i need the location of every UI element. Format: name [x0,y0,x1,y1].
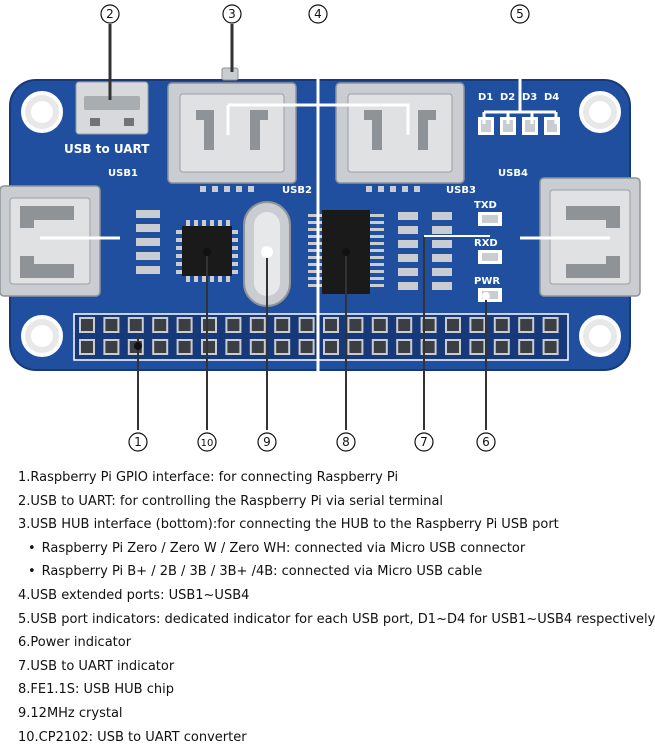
callout-9: 9 [263,435,271,449]
pwr-label: PWR [474,276,500,287]
gpio-pin [103,339,120,355]
txd-label: TXD [474,200,497,211]
gpio-pin [79,339,95,355]
gpio-pin [347,339,364,355]
gpio-pin [176,317,193,333]
usb3-port [335,82,465,184]
gpio-pin [323,339,339,355]
bottom-micro-usb [221,67,239,81]
callout-lines [40,24,610,432]
gpio-pin [176,339,193,355]
gpio-pin [518,339,535,355]
legend-item-7: 7.USB to UART indicator [18,658,175,674]
callouts-bottom: 1 10 9 8 7 6 [128,432,496,452]
callout-dots [134,246,490,350]
gpio-pin [469,339,486,355]
legend-item-3: 3.USB HUB interface (bottom):for connect… [18,517,559,533]
gpio-pin [152,339,169,355]
gpio-pin [445,339,461,355]
mounting-holes [21,91,621,357]
callout-7: 7 [420,435,428,449]
gpio-pin [347,317,364,333]
usb1-label: USB1 [108,168,138,179]
rxd-label: RXD [474,238,498,249]
gpio-pin [127,317,144,333]
resistor-array-left [136,210,160,274]
gpio-pin [542,339,559,355]
gpio-pin [249,339,266,355]
gpio-pin [103,317,120,333]
usb1-port [0,185,101,297]
legend-item-5: 5.USB port indicators: dedicated indicat… [18,611,655,627]
legend-item-1: 1.Raspberry Pi GPIO interface: for conne… [18,470,399,485]
gpio-pin [396,317,413,333]
gpio-pin [79,317,95,333]
gpio-pin [518,317,535,333]
callout-6: 6 [482,435,490,449]
usb3-label: USB3 [446,185,476,196]
callout-8: 8 [342,435,350,449]
gpio-pin [152,317,169,333]
usb2-port [167,82,297,184]
resistor-array-right [398,212,452,290]
status-leds [478,212,502,302]
usb2-label: USB2 [282,185,312,196]
board-diagram: USB to UART USB2 USB3 USB1 USB4 [0,4,641,452]
gpio-pin [249,317,266,333]
gpio-pin [201,339,217,355]
usb4-label: USB4 [498,168,528,179]
legend-item-6: 6.Power indicator [18,635,132,651]
legend-item-9: 9.12MHz crystal [18,705,123,721]
gpio-pin [420,339,437,355]
legend-subitem-pi-zero: Raspberry Pi Zero / Zero W / Zero WH: co… [18,537,628,561]
gpio-pin [274,317,291,333]
gpio-pin [469,317,486,333]
gpio-pin [542,317,559,333]
legend-item-8: 8.FE1.1S: USB HUB chip [18,682,174,698]
callouts-top: 2 3 4 5 [100,4,530,24]
gpio-pin [298,339,315,355]
callout-2: 2 [106,7,114,21]
d3-label: D3 [522,92,537,103]
gpio-pin [445,317,461,333]
gpio-pin [225,317,242,333]
gpio-pin [225,339,242,355]
callout-4: 4 [314,7,322,21]
gpio-pin [396,339,413,355]
gpio-pin [493,317,510,333]
gpio-header [73,313,569,361]
legend-item-2: 2.USB to UART: for controlling the Raspb… [18,493,444,509]
callout-3: 3 [228,7,236,21]
micro-usb-connector [75,81,149,135]
d1-label: D1 [478,92,493,103]
gpio-pin [201,317,217,333]
gpio-pin [371,317,388,333]
usb-to-uart-label: USB to UART [64,142,150,156]
legend-subitem-pi-b: Raspberry Pi B+ / 2B / 3B / 3B+ /4B: con… [18,560,628,584]
gpio-pin [274,339,291,355]
gpio-pin [323,317,339,333]
callout-5: 5 [516,7,524,21]
callout-1: 1 [134,435,142,449]
legend-item-4: 4.USB extended ports: USB1~USB4 [18,587,250,603]
legend-item-10: 10.CP2102: USB to UART converter [18,729,247,745]
usb-pads [200,186,420,192]
gpio-pin [371,339,388,355]
gpio-pin [420,317,437,333]
callout-10: 10 [201,438,214,449]
gpio-pin [493,339,510,355]
gpio-pin [298,317,315,333]
d4-label: D4 [544,92,559,103]
legend: 1.Raspberry Pi GPIO interface: for conne… [18,466,655,749]
d2-label: D2 [500,92,515,103]
